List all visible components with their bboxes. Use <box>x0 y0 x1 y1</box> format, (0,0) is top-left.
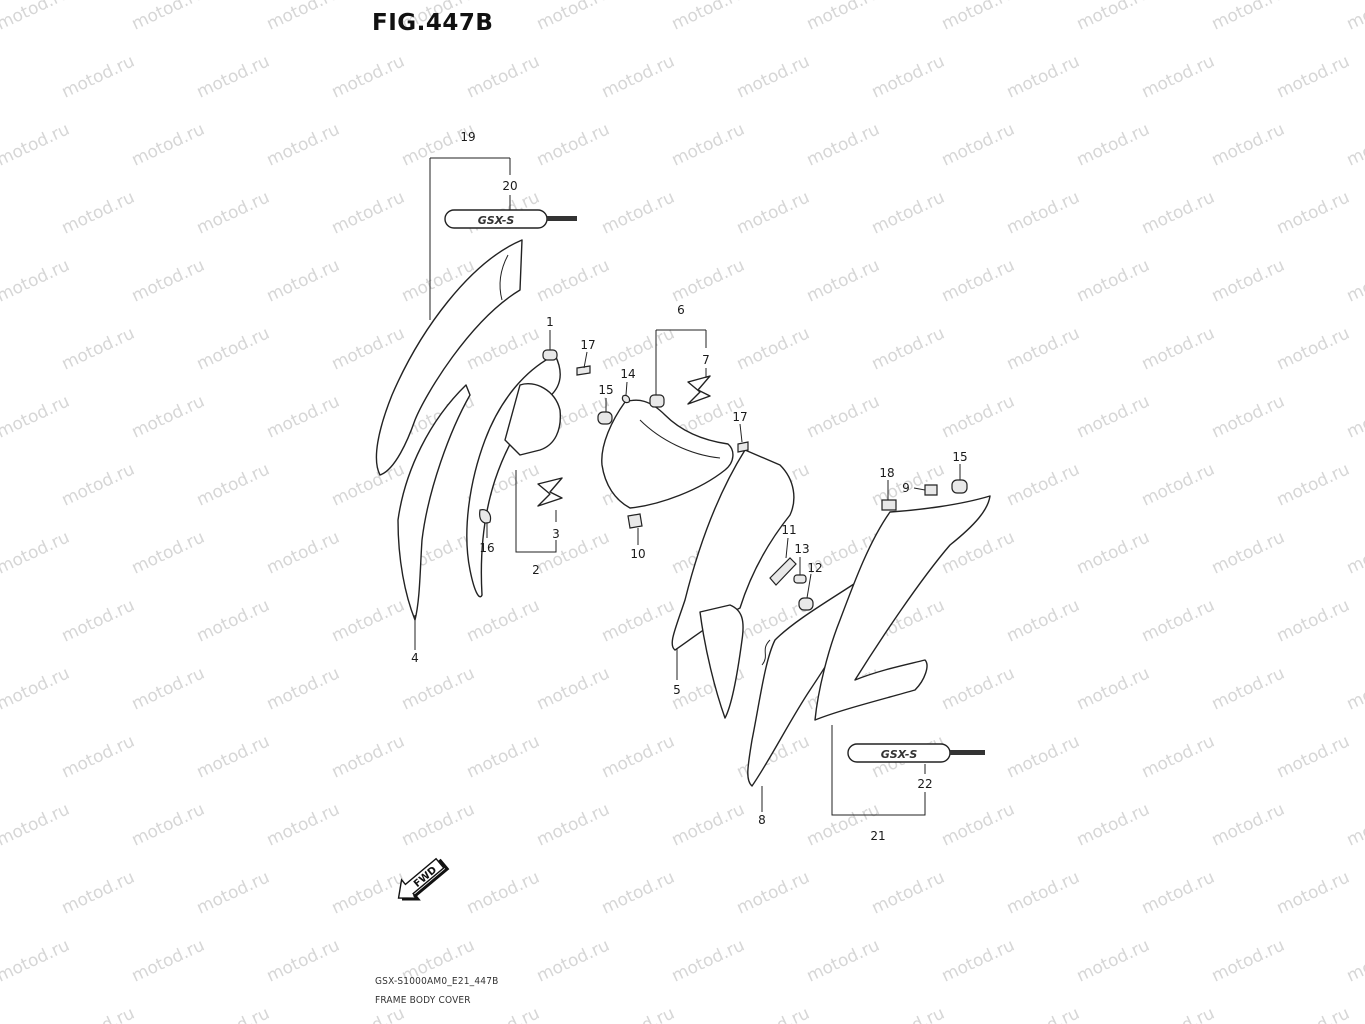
part-5-lower-tip[interactable] <box>699 604 744 719</box>
part-13-bolt[interactable] <box>793 574 807 584</box>
leader-17a <box>583 351 588 369</box>
callout-9: 9 <box>902 481 910 495</box>
part-1-grommet[interactable] <box>542 349 558 361</box>
part-6-grommet <box>649 394 665 408</box>
callout-18: 18 <box>879 466 894 480</box>
part-16-cushion[interactable] <box>479 509 492 524</box>
leader-9 <box>913 487 926 491</box>
part-11-bracket[interactable] <box>769 557 797 586</box>
callout-3: 3 <box>552 527 560 541</box>
part-2-bracket[interactable] <box>504 383 562 456</box>
callout-2: 2 <box>532 563 540 577</box>
model-code: GSX-S1000AM0_E21_447B <box>375 976 499 987</box>
part-17-screw-center[interactable] <box>737 441 749 453</box>
part-8-edge <box>761 639 771 666</box>
callout-1: 1 <box>546 315 554 329</box>
callout-12: 12 <box>807 561 822 575</box>
part-18-clip[interactable] <box>881 499 897 511</box>
callout-19: 19 <box>460 130 475 144</box>
part-3-suzuki-emblem[interactable] <box>537 477 563 507</box>
leader-17b <box>739 423 743 443</box>
part-6-center-cover[interactable] <box>601 399 734 509</box>
part-14-clip[interactable] <box>621 394 631 404</box>
part-9-bolt[interactable] <box>924 484 938 496</box>
leader-19-20 <box>429 157 511 320</box>
part-12-grommet[interactable] <box>798 597 814 611</box>
part-8-lower-cover[interactable] <box>747 579 861 787</box>
callout-6: 6 <box>677 303 685 317</box>
part-15-grommet-right[interactable] <box>951 479 968 494</box>
part-6-crease <box>639 419 721 459</box>
leader-11 <box>785 537 789 559</box>
fwd-arrow-icon: FWD <box>397 857 450 901</box>
callout-14: 14 <box>620 367 635 381</box>
part-7-suzuki-emblem[interactable] <box>687 375 711 405</box>
callout-22: 22 <box>917 777 932 791</box>
leader-14 <box>625 381 628 396</box>
callout-labels: 1 2 3 4 5 6 7 8 9 10 11 12 13 14 15 15 1… <box>411 130 967 843</box>
part-17-screw-upper-left[interactable] <box>576 365 591 376</box>
emblem-text-lower: GSX-S <box>881 748 918 761</box>
callout-8: 8 <box>758 813 766 827</box>
callout-7: 7 <box>702 353 710 367</box>
callout-17-left: 17 <box>580 338 595 352</box>
leader-6-7 <box>655 329 707 395</box>
callout-17-center: 17 <box>732 410 747 424</box>
part-5-frame-cover[interactable] <box>671 449 795 651</box>
part-4-side-cover-left[interactable] <box>375 239 523 476</box>
callout-16: 16 <box>479 541 494 555</box>
callout-5: 5 <box>673 683 681 697</box>
part-4-edge <box>499 254 509 301</box>
callout-15-left: 15 <box>598 383 613 397</box>
leader-12 <box>806 573 812 599</box>
part-10-bolt[interactable] <box>627 513 643 529</box>
part-22-gsxs-emblem-lower[interactable]: GSX-S <box>847 743 985 763</box>
part-21-side-cover-right[interactable] <box>814 495 991 721</box>
part-15-grommet-left[interactable] <box>597 411 613 425</box>
part-20-gsxs-emblem-upper[interactable]: GSX-S <box>444 209 577 229</box>
callout-15-right: 15 <box>952 450 967 464</box>
emblem-text-upper: GSX-S <box>478 214 515 227</box>
callout-4: 4 <box>411 651 419 665</box>
figure-title: FIG.447B <box>372 10 494 36</box>
leader-21-22 <box>831 725 926 816</box>
figure-caption: FRAME BODY COVER <box>375 995 471 1006</box>
callout-13: 13 <box>794 542 809 556</box>
leader-2-3 <box>515 470 557 553</box>
callout-10: 10 <box>630 547 645 561</box>
callout-21: 21 <box>870 829 885 843</box>
callout-11: 11 <box>781 523 796 537</box>
callout-20: 20 <box>502 179 517 193</box>
